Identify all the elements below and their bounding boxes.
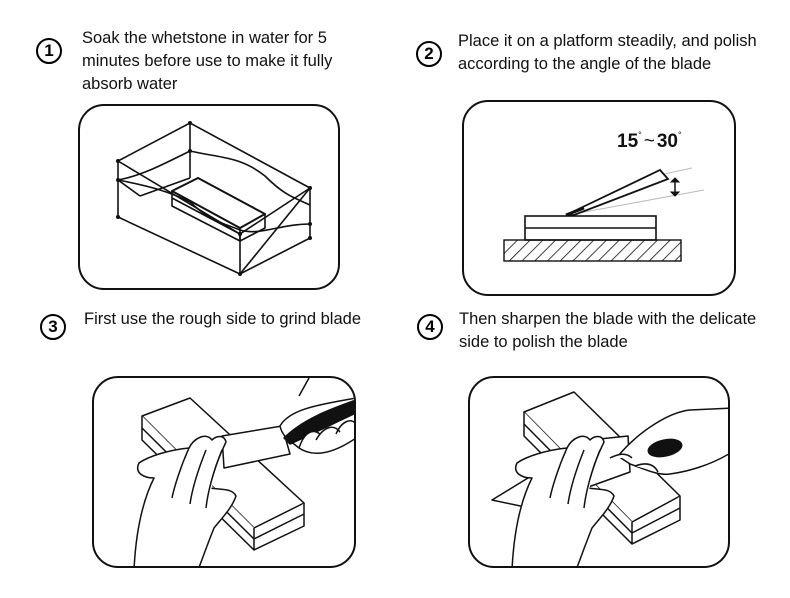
angle-separator: ~ — [643, 131, 655, 152]
step-caption: First use the rough side to grind blade — [84, 310, 361, 328]
delicate-polishing-drawing — [491, 391, 728, 566]
left-hand — [511, 435, 615, 566]
angle-max: 30 — [656, 131, 678, 152]
blade-angle-drawing — [503, 167, 705, 262]
illustration-blade-angle: 15°~30° — [462, 100, 736, 296]
step-caption: Place it on a platform steadily, and pol… — [458, 32, 757, 73]
illustration-whetstone-soaking — [78, 104, 340, 290]
illustration-rough-grinding — [92, 376, 356, 568]
step-number-badge: 2 — [416, 41, 442, 67]
blade-shape — [565, 168, 670, 216]
hatched-platform — [503, 239, 682, 262]
degree-symbol: ° — [678, 130, 682, 140]
rough-grinding-drawing — [133, 378, 354, 566]
illustration-delicate-polishing — [468, 376, 730, 568]
left-hand — [133, 435, 237, 566]
container-corner-dots — [116, 121, 312, 276]
degree-symbol: ° — [638, 130, 642, 140]
angle-guide-low — [567, 189, 705, 216]
knife-handle — [647, 438, 683, 458]
step-number-badge: 1 — [36, 38, 62, 64]
step-caption: Then sharpen the blade with the delicate… — [459, 310, 757, 351]
soaking-container-drawing — [116, 121, 312, 276]
step-caption: Soak the whetstone in water for 5 minute… — [82, 29, 333, 93]
step-number-badge: 3 — [40, 314, 66, 340]
angle-guide-high — [663, 167, 693, 175]
step-number-badge: 4 — [417, 314, 443, 340]
angle-range-label: 15°~30° — [617, 130, 682, 153]
angle-min: 15 — [617, 131, 639, 152]
blade — [221, 425, 291, 469]
angle-adjust-arrow-icon — [669, 177, 681, 197]
